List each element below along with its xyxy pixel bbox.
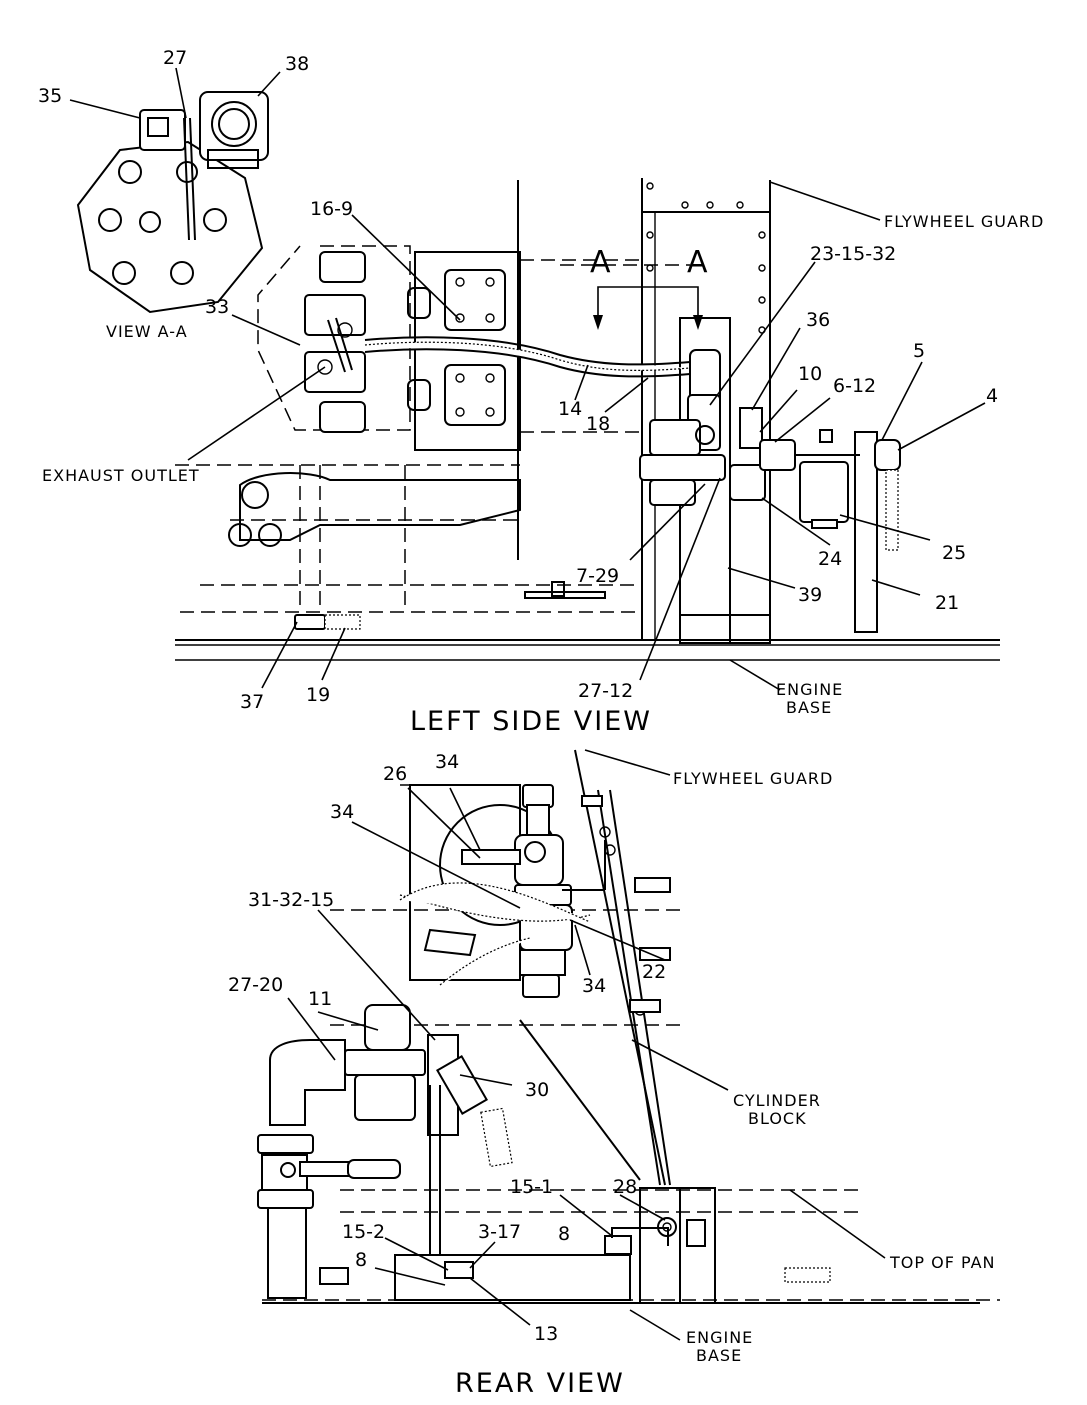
left-side-view-drawing [175,178,1000,661]
leader-lines [69,67,986,1341]
callout-27: 27 [163,47,187,69]
callout-34-top: 34 [435,751,459,773]
callout-25: 25 [942,542,966,564]
callout-18: 18 [586,413,610,435]
callout-26: 26 [383,763,407,785]
left-side-view-title: LEFT SIDE VIEW [410,706,652,737]
callout-11: 11 [308,988,332,1010]
callout-30: 30 [525,1079,549,1101]
callout-23-15-32: 23-15-32 [810,243,896,265]
callout-28: 28 [613,1176,637,1198]
callout-27-12: 27-12 [578,680,633,702]
caption-flywheel-guard-top: FLYWHEEL GUARD [884,212,1044,231]
section-mark-a-left: A [590,245,611,280]
caption-cylinder-block-1: CYLINDER [733,1091,821,1110]
callout-3-17: 3-17 [478,1221,521,1243]
callout-37: 37 [240,691,264,713]
callout-8-left: 8 [355,1249,367,1271]
callout-39: 39 [798,584,822,606]
callout-4: 4 [986,385,998,407]
rear-view-drawing [257,749,1000,1304]
callout-10: 10 [798,363,822,385]
callout-36: 36 [806,309,830,331]
callout-16-9: 16-9 [310,198,353,220]
callout-35: 35 [38,85,62,107]
view-aa-drawing [76,91,269,314]
callout-33: 33 [205,296,229,318]
callout-34-low: 34 [582,975,606,997]
callout-7-29: 7-29 [576,565,619,587]
caption-cylinder-block-2: BLOCK [748,1109,807,1128]
callout-31-32-15: 31-32-15 [248,889,334,911]
rear-view-title: REAR VIEW [455,1368,625,1399]
section-mark-a-right: A [687,245,708,280]
callout-24: 24 [818,548,842,570]
caption-engine-base-top-2: BASE [786,698,832,717]
callout-19: 19 [306,684,330,706]
callout-15-2: 15-2 [342,1221,385,1243]
callout-5: 5 [913,340,925,362]
caption-top-of-pan: TOP OF PAN [889,1253,996,1272]
callout-13: 13 [534,1323,558,1345]
callout-34-mid: 34 [330,801,354,823]
caption-exhaust-outlet: EXHAUST OUTLET [42,466,200,485]
callout-6-12: 6-12 [833,375,876,397]
caption-engine-base-rear-2: BASE [696,1346,742,1365]
callout-21: 21 [935,592,959,614]
callout-14: 14 [558,398,582,420]
caption-flywheel-guard-rear: FLYWHEEL GUARD [673,769,833,788]
callout-8-right: 8 [558,1223,570,1245]
section-cut-aa [560,264,703,330]
view-aa-title: VIEW A-A [106,322,188,341]
caption-engine-base-rear-1: ENGINE [686,1328,753,1347]
callout-22: 22 [642,961,666,983]
caption-engine-base-top-1: ENGINE [776,680,843,699]
callout-15-1: 15-1 [510,1176,553,1198]
callout-38: 38 [285,53,309,75]
callout-27-20: 27-20 [228,974,283,996]
